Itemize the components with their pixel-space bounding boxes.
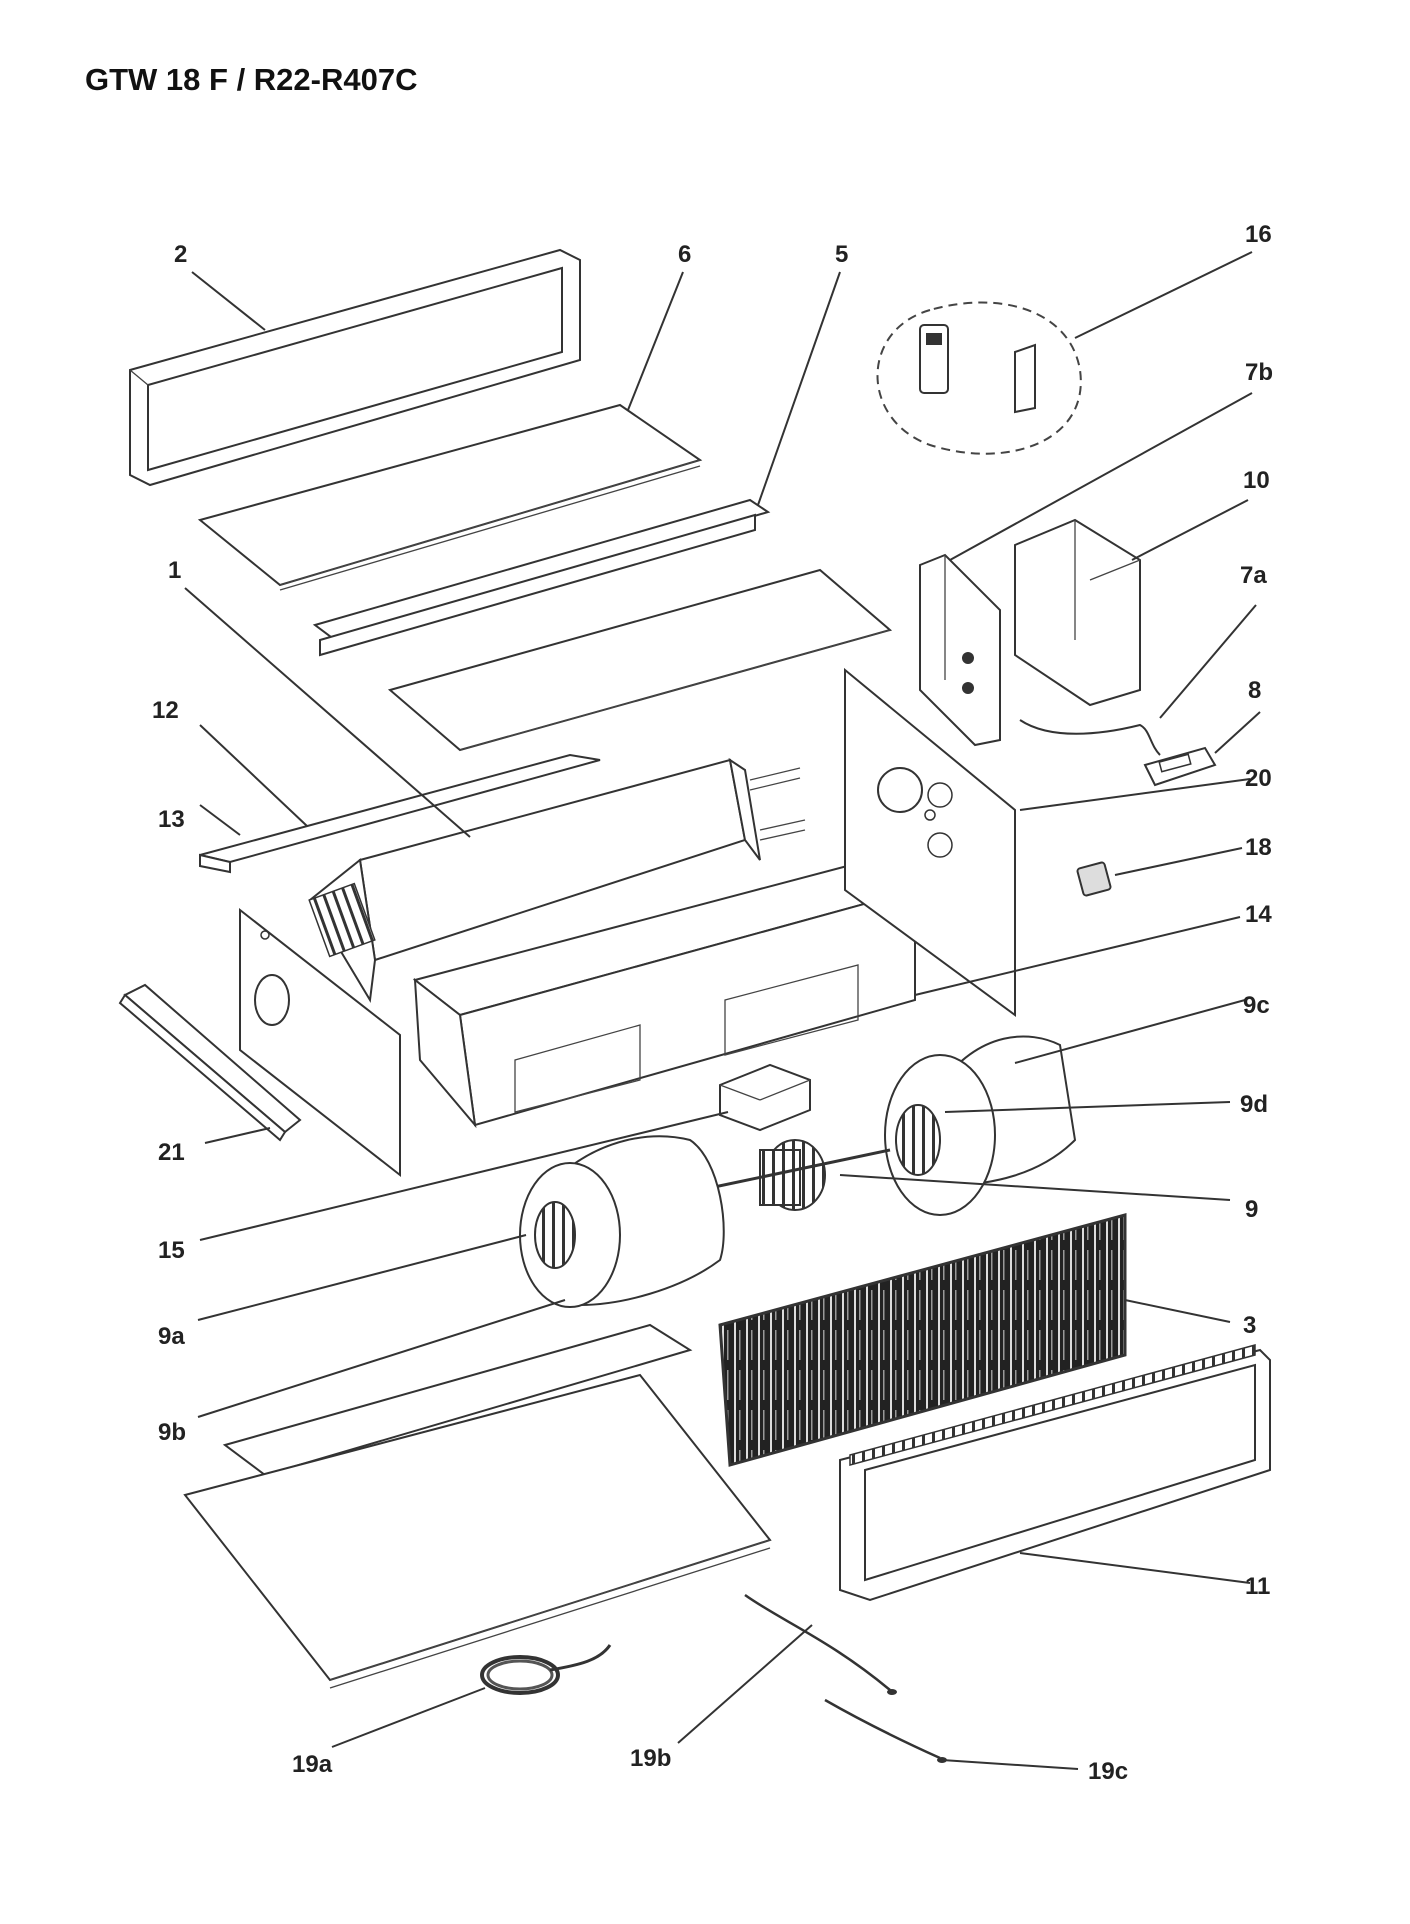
label-3: 3 (1243, 1312, 1256, 1339)
part-9-motor (699, 1139, 891, 1211)
part-8-display (1143, 746, 1217, 787)
label-9b: 9b (158, 1419, 186, 1446)
part-13-side-panel (239, 907, 401, 1178)
label-18: 18 (1245, 834, 1272, 861)
part-3-filter (718, 1213, 1127, 1467)
label-7b: 7b (1245, 359, 1273, 386)
part-19c-sensor (824, 1698, 947, 1763)
diagram-title: GTW 18 F / R22-R407C (85, 62, 418, 97)
label-21: 21 (158, 1139, 185, 1166)
part-20-side-panel (844, 667, 1016, 1017)
part-7b-control-box (919, 553, 1001, 747)
part-21-bracket (118, 983, 302, 1142)
part-1-coil-assembly (308, 757, 806, 1003)
label-19a: 19a (292, 1751, 333, 1778)
label-15: 15 (158, 1237, 185, 1264)
label-5: 5 (835, 241, 848, 268)
label-14: 14 (1245, 901, 1272, 928)
part-10-cover (1014, 518, 1141, 707)
part-5-rail (312, 498, 771, 657)
part-9a-blower-housing-left (519, 1135, 725, 1308)
middle-panel (387, 568, 893, 752)
part-18-capacitor (1076, 861, 1112, 897)
label-9a: 9a (158, 1323, 185, 1350)
part-12-strip (199, 753, 601, 874)
label-19c: 19c (1088, 1758, 1128, 1785)
part-6-top-panel (197, 403, 703, 591)
label-19b: 19b (630, 1745, 671, 1772)
label-20: 20 (1245, 765, 1272, 792)
part-19b-sensor (744, 1593, 897, 1695)
label-12: 12 (152, 697, 179, 724)
part-14-fan-deck (412, 858, 918, 1129)
label-1: 1 (168, 557, 181, 584)
label-6: 6 (678, 241, 691, 268)
bottom-panel (183, 1323, 772, 1689)
label-2: 2 (174, 241, 187, 268)
part-19a-cable (480, 1644, 612, 1695)
label-16: 16 (1245, 221, 1272, 248)
label-11: 11 (1245, 1573, 1270, 1600)
part-15-motor-bracket (719, 1063, 811, 1132)
part-16-remote-control (876, 301, 1082, 455)
label-13: 13 (158, 806, 185, 833)
label-9d: 9d (1240, 1091, 1268, 1118)
label-9c: 9c (1243, 992, 1270, 1019)
label-10: 10 (1243, 467, 1270, 494)
part-2-front-frame (129, 248, 581, 487)
label-7a: 7a (1240, 562, 1267, 589)
leader-lines (184, 251, 1261, 1770)
callout-labels: 2 6 5 16 7b 10 7a 8 20 18 14 9c 9d 9 3 1… (152, 221, 1273, 1785)
part-11-return-frame (839, 1344, 1271, 1602)
label-9: 9 (1245, 1196, 1258, 1223)
label-8: 8 (1248, 677, 1261, 704)
